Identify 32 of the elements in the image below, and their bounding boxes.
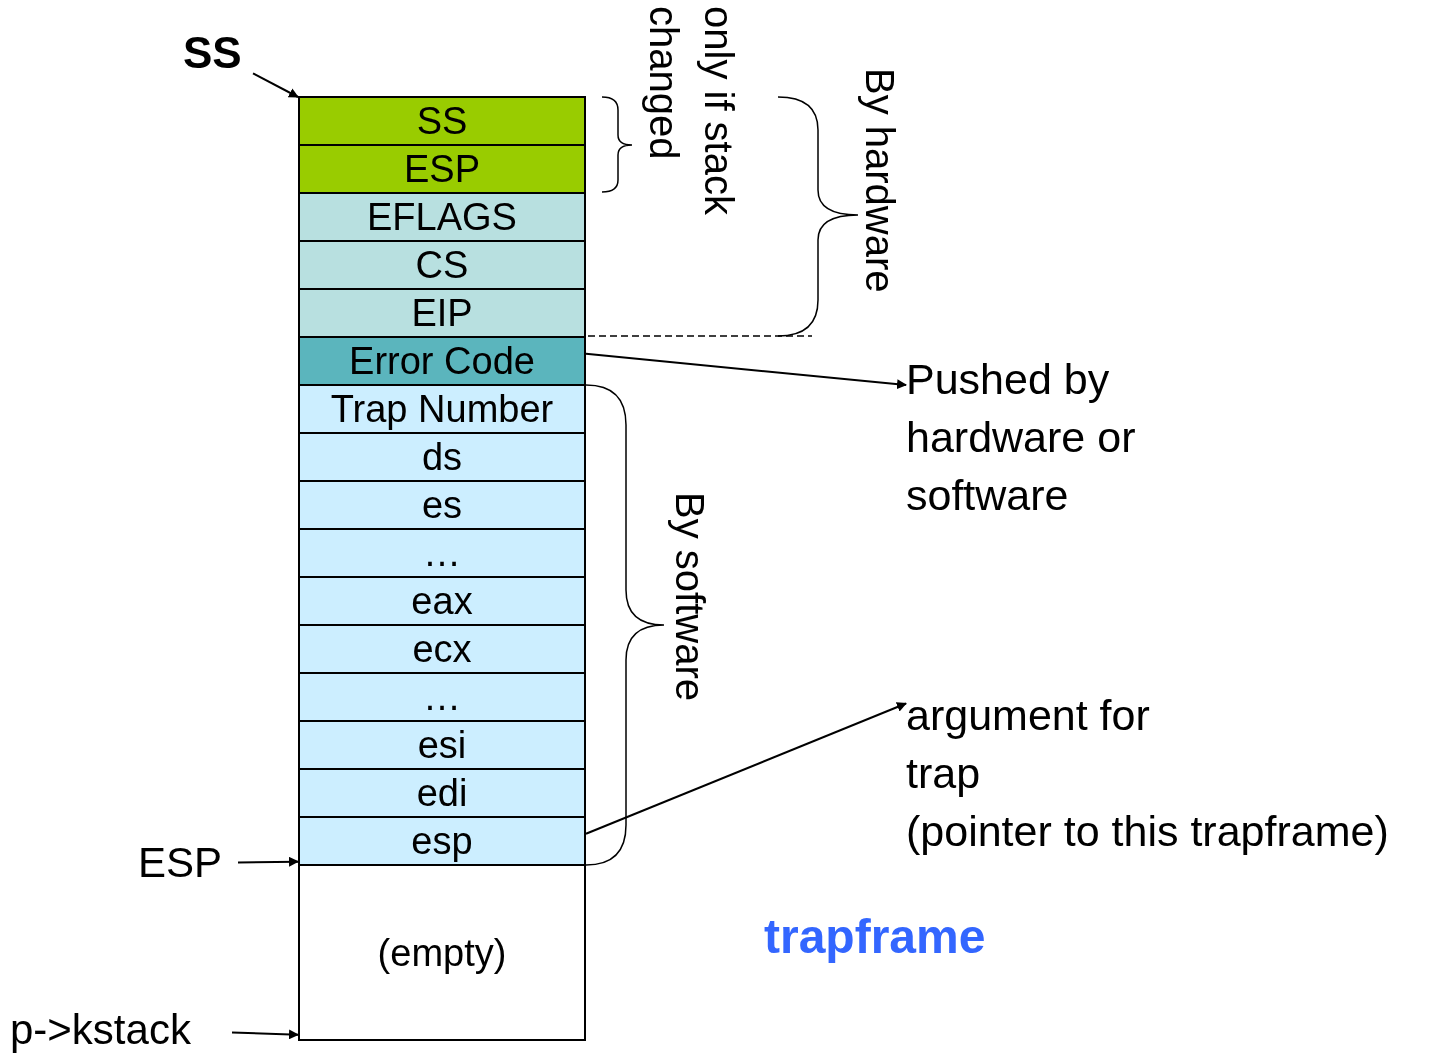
arrow [585,352,907,390]
stack-cell: edi [298,768,586,818]
caption-text: trapframe [764,909,986,965]
arrow [231,1029,299,1040]
side-note: By software [667,492,713,703]
stack-cell: ecx [298,624,586,674]
stack-slot: (empty) [298,864,586,1041]
stack-cell: ds [298,432,586,482]
side-note: only if stack changed [641,6,742,217]
pointer-label: p->kstack [10,1006,191,1054]
stack-cell: … [298,528,586,578]
stack-cell: EIP [298,288,586,338]
side-note: By hardware [857,68,903,295]
pointer-label: SS [183,27,242,79]
arrow [252,72,299,98]
annotation-text: Pushed by hardware or software [906,354,1137,521]
stack-cell: es [298,480,586,530]
annotation-text: (pointer to this trapframe) [906,806,1389,857]
stack-cell: SS [298,96,586,146]
stack-cell: Error Code [298,336,586,386]
pointer-label: ESP [138,838,223,888]
stack-cell: Trap Number [298,384,586,434]
stack-cell: … [298,672,586,722]
arrow [585,702,907,835]
stack-cell: esp [298,816,586,866]
stack-cell: esi [298,720,586,770]
stack-cell: ESP [298,144,586,194]
stack-cell: CS [298,240,586,290]
stack-cell: eax [298,576,586,626]
arrow [237,856,299,867]
stack-cell: EFLAGS [298,192,586,242]
annotation-text: argument for trap [906,690,1151,799]
